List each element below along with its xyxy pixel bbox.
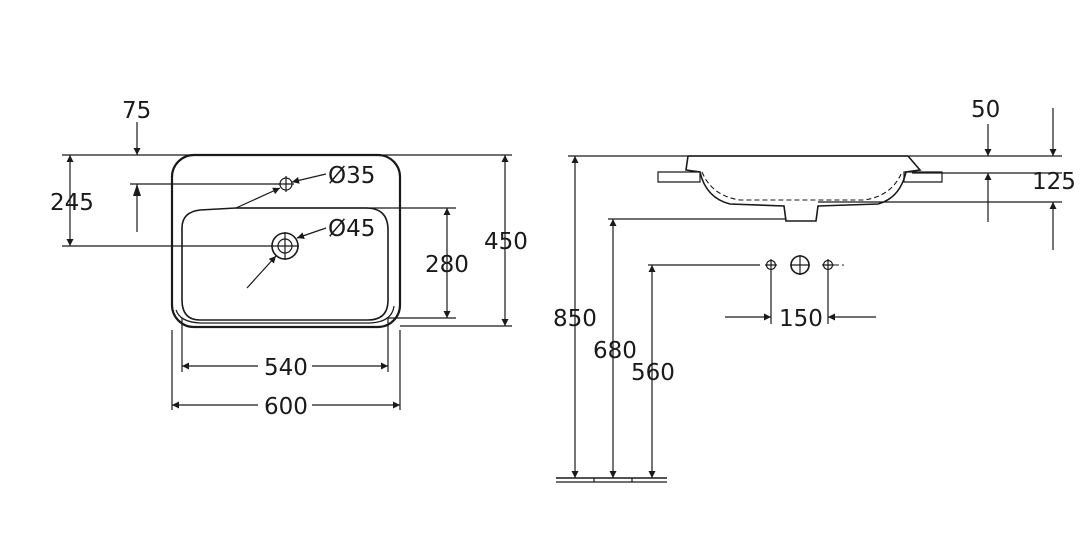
dim-label-245: 245 (50, 190, 94, 216)
basin-bowl-outline (181, 207, 389, 321)
countertop-left (657, 171, 701, 183)
side-view: 150 50 125 850 680 560 (553, 97, 1076, 483)
dim-label-600: 600 (264, 394, 308, 420)
dim-label-540: 540 (264, 355, 308, 381)
plan-view: 75 245 Ø35 Ø45 280 450 540 600 (50, 98, 528, 420)
leader-45 (246, 255, 277, 289)
dim-label-850: 850 (553, 306, 597, 332)
dim-label-50: 50 (971, 97, 1000, 123)
dim-label-75: 75 (122, 98, 151, 124)
countertop-right (903, 171, 943, 183)
dim-label-diameter-35: Ø35 (328, 163, 375, 189)
dim-label-560: 560 (631, 360, 675, 386)
leader-35 (235, 187, 281, 209)
basin-profile (685, 155, 922, 222)
dim-label-280: 280 (425, 252, 469, 278)
basin-hidden-inner (701, 171, 903, 201)
dim-label-680: 680 (593, 338, 637, 364)
dim-label-125: 125 (1032, 169, 1076, 195)
dim-label-150: 150 (779, 306, 823, 332)
basin-bowl-inner-line (175, 305, 395, 324)
dim-label-450: 450 (484, 229, 528, 255)
dim-label-diameter-45: Ø45 (328, 216, 375, 242)
extension-lines (62, 154, 512, 410)
